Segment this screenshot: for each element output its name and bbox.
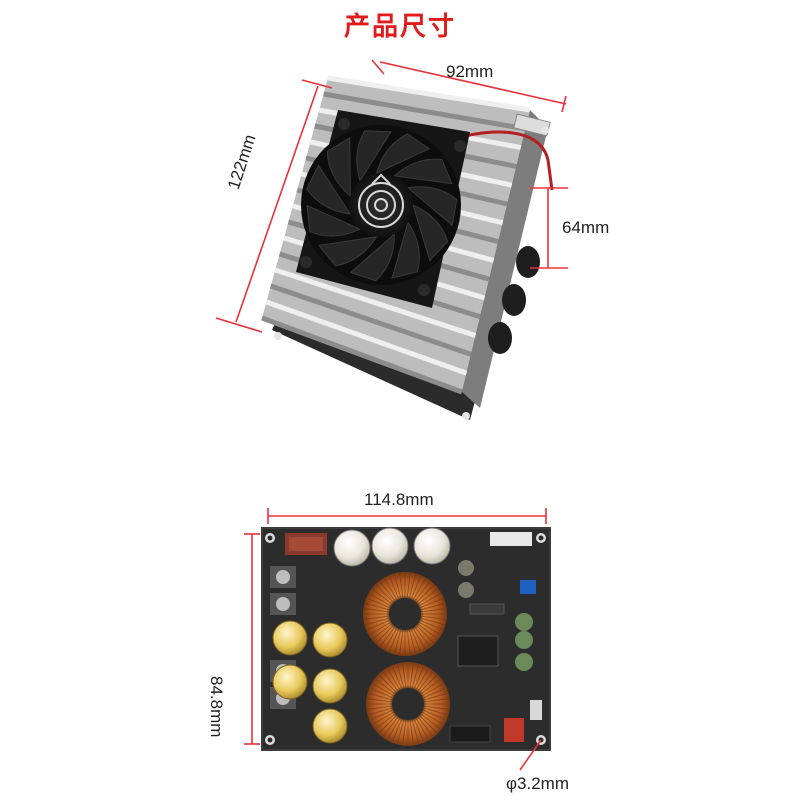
- bottom-dimension-lines: [244, 508, 547, 771]
- top-capacitors: [333, 527, 451, 567]
- fan-logo-icon: [358, 173, 404, 228]
- cooling-fan: [296, 110, 470, 308]
- dimension-hole-diameter: φ3.2mm: [506, 774, 569, 793]
- dimension-bottom-height: 84.8mm: [207, 676, 226, 738]
- dimension-top-width: 92mm: [446, 62, 494, 81]
- dimension-top-height: 64mm: [562, 218, 610, 237]
- gold-capacitors: [272, 620, 348, 744]
- heatsink-side: [462, 110, 548, 408]
- heatsink-module: [261, 75, 554, 420]
- page-title: 产品尺寸: [343, 12, 456, 42]
- right-components: [449, 532, 542, 743]
- toroid-inductors: [363, 572, 450, 746]
- top-dimension-lines: [215, 59, 568, 333]
- pcb-board: [261, 527, 551, 751]
- dimension-bottom-width: 114.8mm: [364, 490, 434, 509]
